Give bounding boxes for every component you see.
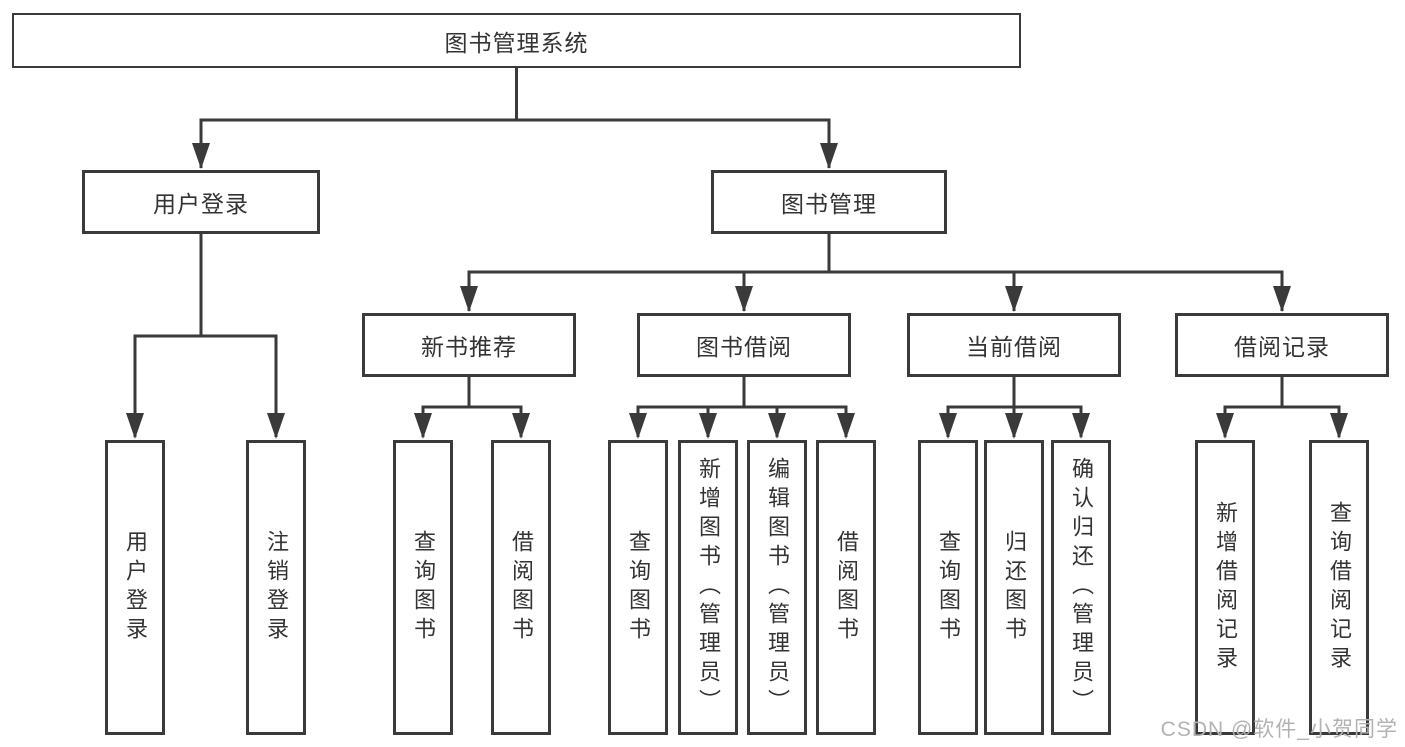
leaf-br-query-record: 查询借阅记录	[1309, 440, 1369, 735]
leaf-cb-return-books-label: 归还图书	[1002, 529, 1027, 646]
leaf-bb-query-books-label: 查询图书	[626, 529, 651, 646]
leaf-logout: 注销登录	[246, 440, 306, 735]
leaf-bb-borrow-books: 借阅图书	[816, 440, 876, 735]
leaf-bb-add-books: 新增图书（管理员）	[678, 440, 738, 735]
node-new-book-recommend: 新书推荐	[362, 313, 576, 377]
leaf-bb-edit-books-label: 编辑图书（管理员）	[765, 457, 790, 718]
leaf-user-login-label: 用户登录	[123, 529, 148, 646]
leaf-rec-query-books-label: 查询图书	[411, 529, 436, 646]
leaf-logout-label: 注销登录	[264, 529, 289, 646]
node-borrow-records: 借阅记录	[1175, 313, 1389, 377]
leaf-rec-borrow-books: 借阅图书	[491, 440, 551, 735]
leaf-rec-query-books: 查询图书	[393, 440, 453, 735]
leaf-cb-confirm-return-label: 确认归还（管理员）	[1069, 457, 1094, 718]
leaf-rec-borrow-books-label: 借阅图书	[509, 529, 534, 646]
node-root-system: 图书管理系统	[12, 13, 1021, 68]
leaf-bb-edit-books: 编辑图书（管理员）	[747, 440, 807, 735]
node-book-management: 图书管理	[711, 170, 947, 234]
node-root-system-label: 图书管理系统	[444, 29, 589, 56]
node-new-book-recommend-label: 新书推荐	[421, 334, 517, 360]
leaf-user-login: 用户登录	[105, 440, 165, 735]
leaf-bb-query-books: 查询图书	[608, 440, 668, 735]
leaf-br-add-record: 新增借阅记录	[1195, 440, 1255, 735]
leaf-br-query-record-label: 查询借阅记录	[1327, 500, 1352, 675]
node-user-login-branch-label: 用户登录	[153, 191, 249, 217]
node-current-borrow: 当前借阅	[907, 313, 1121, 377]
node-book-management-label: 图书管理	[781, 191, 877, 217]
watermark: CSDN @软件_小贺同学	[1160, 718, 1398, 741]
node-current-borrow-label: 当前借阅	[966, 334, 1062, 360]
node-book-borrow-label: 图书借阅	[696, 334, 792, 360]
leaf-cb-query-books: 查询图书	[918, 440, 978, 735]
leaf-br-add-record-label: 新增借阅记录	[1213, 500, 1238, 675]
leaf-bb-borrow-books-label: 借阅图书	[834, 529, 859, 646]
leaf-cb-query-books-label: 查询图书	[936, 529, 961, 646]
node-borrow-records-label: 借阅记录	[1234, 334, 1330, 360]
leaf-cb-return-books: 归还图书	[984, 440, 1044, 735]
node-book-borrow: 图书借阅	[637, 313, 851, 377]
leaf-cb-confirm-return: 确认归还（管理员）	[1051, 440, 1111, 735]
node-user-login-branch: 用户登录	[82, 170, 320, 234]
leaf-bb-add-books-label: 新增图书（管理员）	[696, 457, 721, 718]
